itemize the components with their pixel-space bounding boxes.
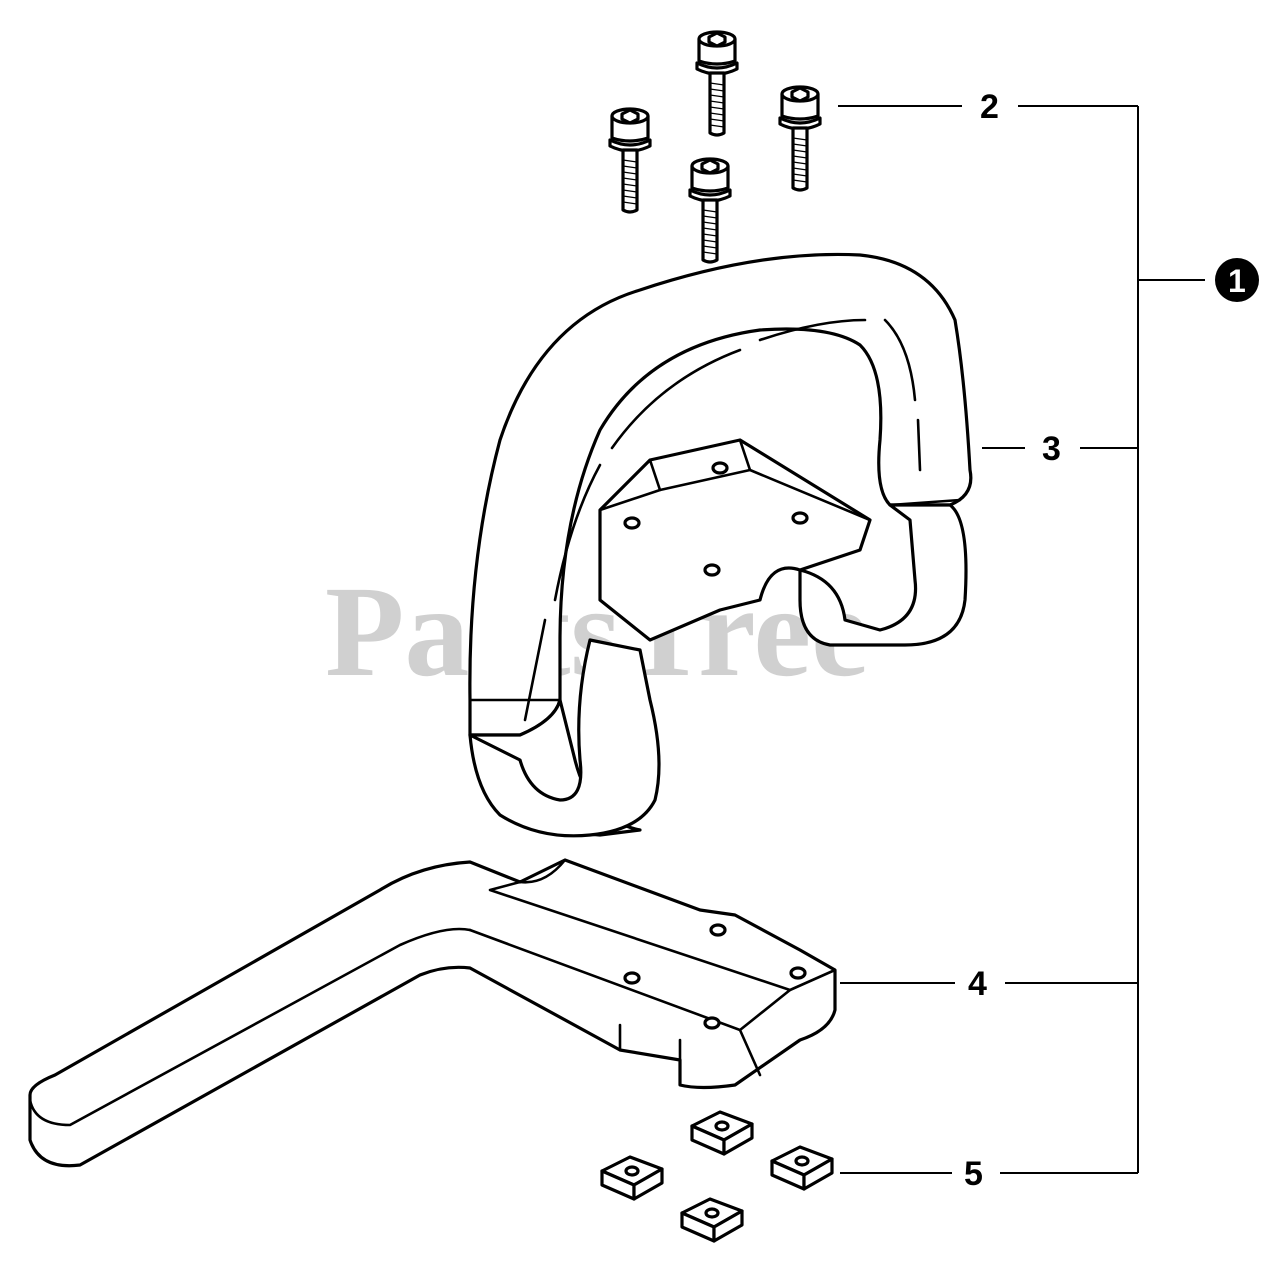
callout-assembly-circle — [1215, 258, 1259, 302]
handle-upper-part — [468, 252, 973, 838]
callout-nut: 5 — [964, 1155, 983, 1193]
callout-handle-lower: 4 — [968, 965, 987, 1003]
leader-lines — [838, 105, 1205, 1174]
bolt-part — [608, 30, 822, 264]
callout-bolt: 2 — [980, 88, 999, 126]
nut-part — [600, 1110, 834, 1243]
handle-lower-part — [28, 858, 837, 1168]
callout-handle-upper: 3 — [1042, 430, 1061, 468]
callout-assembly: 1 — [1228, 263, 1246, 299]
